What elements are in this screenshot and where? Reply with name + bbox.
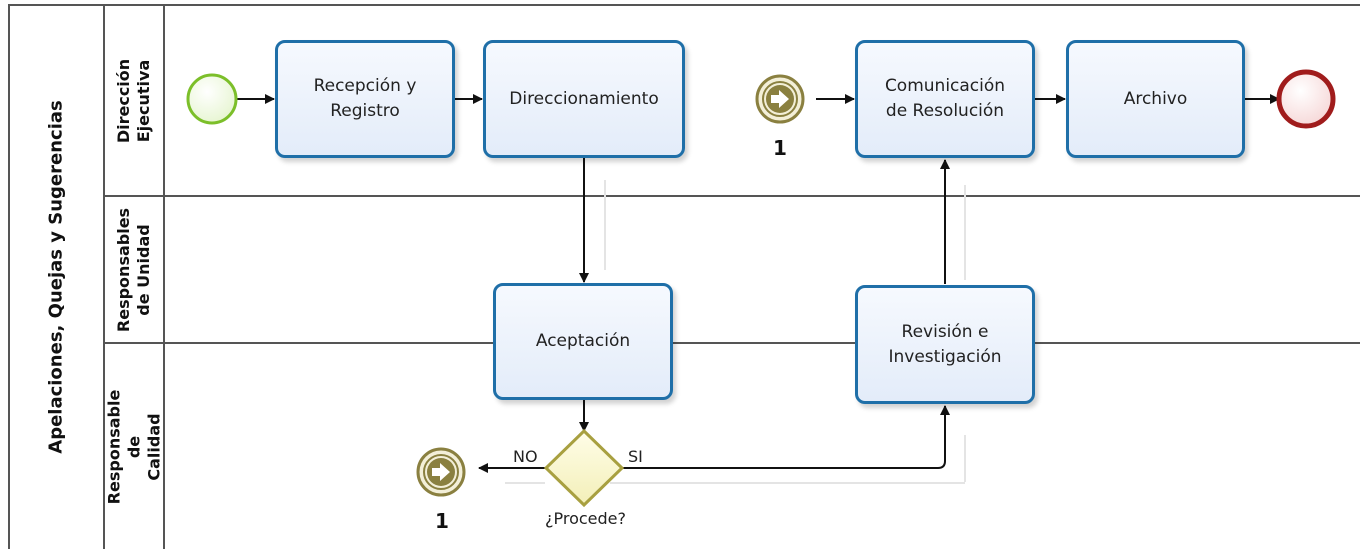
task-comunicacion-resolucion[interactable]: Comunicación de Resolución	[855, 40, 1035, 158]
link-throw-label: 1	[435, 509, 449, 533]
guide-lines	[505, 180, 966, 484]
lane-label-responsables-unidad: Responsables de Unidad	[114, 207, 154, 333]
link-throw-event	[416, 447, 466, 497]
pool-label: Apelaciones, Quejas y Sugerencias	[46, 100, 68, 454]
lane-label-direccion-ejecutiva: Dirección Ejecutiva	[114, 58, 154, 143]
arrow-right-icon	[432, 463, 450, 481]
gateway-yes-label: SI	[628, 447, 643, 466]
lane-label-responsable-calidad: Responsable de Calidad	[104, 389, 164, 504]
task-archivo[interactable]: Archivo	[1066, 40, 1245, 158]
task-aceptacion[interactable]: Aceptación	[493, 283, 673, 400]
gateway-no-label: NO	[513, 447, 538, 466]
pool-border	[8, 4, 1360, 549]
task-recepcion-registro[interactable]: Recepción y Registro	[275, 40, 455, 158]
start-event	[186, 73, 238, 125]
arrow-right-icon	[771, 90, 789, 108]
gateway-question-label: ¿Procede?	[545, 509, 627, 528]
end-event	[1276, 69, 1336, 129]
link-catch-event	[755, 74, 805, 124]
task-direccionamiento[interactable]: Direccionamiento	[483, 40, 685, 158]
task-revision-investigacion[interactable]: Revisión e Investigación	[855, 285, 1035, 404]
gateway-procede	[543, 428, 625, 508]
flow-gateway-yes	[622, 405, 950, 469]
link-catch-label: 1	[773, 136, 787, 160]
